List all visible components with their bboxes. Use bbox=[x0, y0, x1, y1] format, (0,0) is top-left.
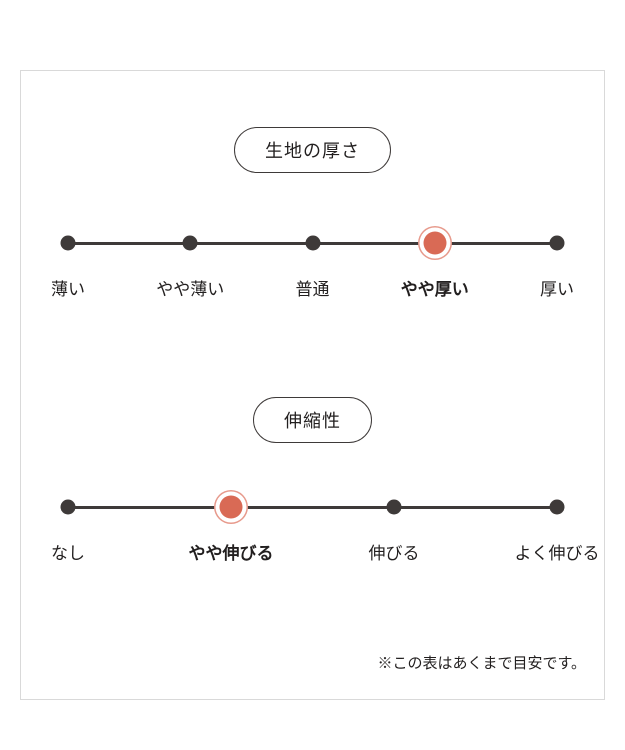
scale-line bbox=[68, 505, 557, 509]
scale-dot bbox=[549, 235, 565, 251]
scale-dot bbox=[182, 235, 198, 251]
scale-option-label: やや厚い bbox=[400, 280, 469, 299]
scale-section: 伸縮性なし やや伸びる 伸びる よく伸びる bbox=[21, 397, 604, 565]
scale-option-label: なし bbox=[51, 544, 85, 563]
scale-selected-dot bbox=[423, 231, 447, 255]
scale-labels: 薄い やや薄い 普通 やや厚い 厚い bbox=[51, 275, 574, 301]
scale-dot bbox=[386, 499, 402, 515]
scale-track bbox=[60, 225, 565, 261]
scale-labels: なし やや伸びる 伸びる よく伸びる bbox=[51, 539, 600, 565]
scale-option-label: やや薄い bbox=[156, 280, 225, 299]
scale-selected-dot bbox=[219, 495, 243, 519]
spec-diagram-frame: 生地の厚さ薄い やや薄い 普通 やや厚い 厚い伸縮性なし やや伸びる 伸びる よく伸びる ※こ… bbox=[20, 70, 605, 700]
scale-option-label: 厚い bbox=[540, 280, 574, 299]
scale-title: 生地の厚さ bbox=[265, 141, 360, 161]
scale-option-label: やや伸びる bbox=[188, 544, 274, 563]
disclaimer-note: ※この表はあくまで目安です。 bbox=[377, 655, 586, 672]
scale-title-pill: 伸縮性 bbox=[253, 397, 372, 443]
scale-option-label: 薄い bbox=[51, 280, 85, 299]
scale-dot bbox=[549, 499, 565, 515]
scales-container: 生地の厚さ薄い やや薄い 普通 やや厚い 厚い伸縮性なし やや伸びる 伸びる よく伸びる bbox=[21, 127, 604, 565]
scale-dot bbox=[305, 235, 320, 251]
scale-section: 生地の厚さ薄い やや薄い 普通 やや厚い 厚い bbox=[21, 127, 604, 301]
scale-title-pill: 生地の厚さ bbox=[234, 127, 391, 173]
scale-option-label: 伸びる bbox=[368, 544, 420, 563]
scale-option-label: 普通 bbox=[295, 280, 330, 299]
scale-title: 伸縮性 bbox=[284, 411, 341, 431]
scale-dot bbox=[60, 235, 76, 251]
scale-track bbox=[60, 489, 565, 525]
scale-option-label: よく伸びる bbox=[514, 544, 600, 563]
scale-dot bbox=[60, 499, 76, 515]
